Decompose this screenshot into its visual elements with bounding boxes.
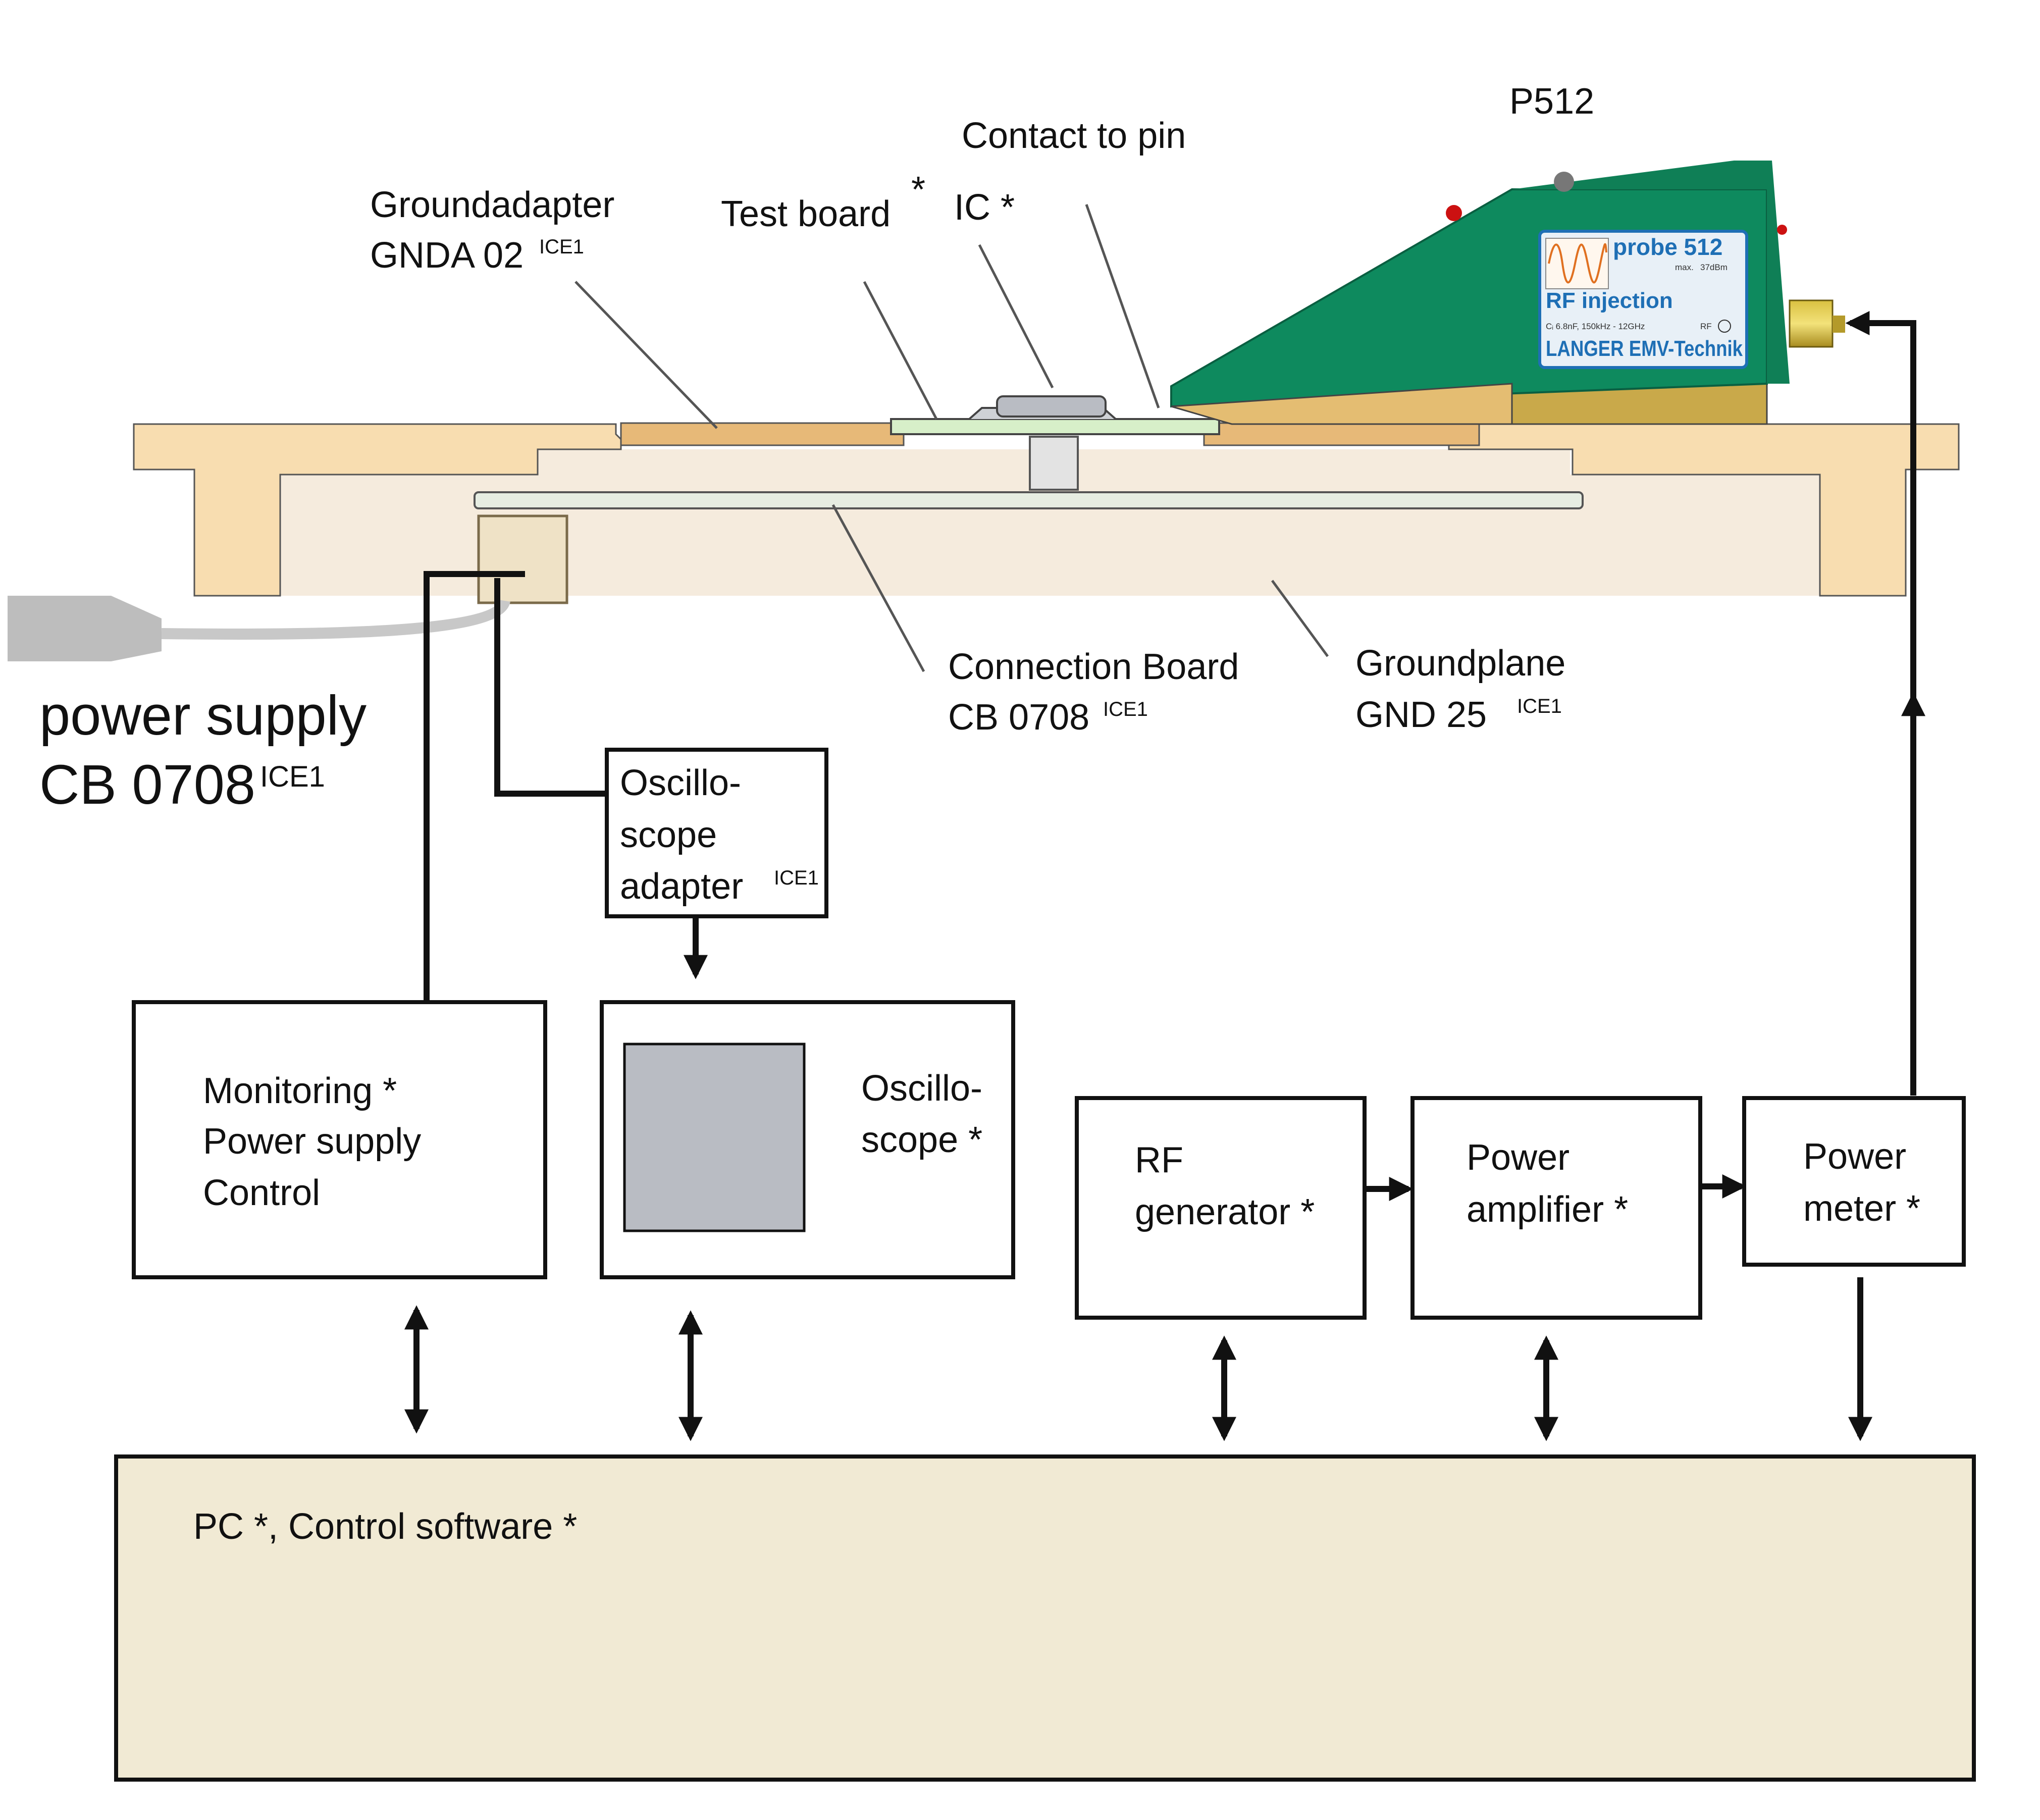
label-gnda-02: GNDA 02 [370, 235, 524, 276]
label-ic: IC * [954, 187, 1015, 228]
rf-generator-line2: generator * [1135, 1192, 1315, 1232]
label-p512: P512 [1509, 81, 1594, 122]
led-icon [1446, 205, 1462, 221]
label-groundplane: Groundplane [1355, 643, 1565, 684]
monitoring-line3: Control [203, 1173, 320, 1213]
label-test-board: Test board [721, 194, 891, 234]
osc-adapter-line3: adapter [620, 866, 743, 907]
power-meter-line2: meter * [1803, 1188, 1920, 1229]
probe-max-value: 37dBm [1700, 263, 1728, 272]
ground-adapter-frame [133, 422, 1960, 597]
power-meter-box: Power meter * [1742, 1096, 1966, 1267]
oscilloscope-line1: Oscillo- [861, 1068, 982, 1109]
probe-title: probe 512 [1613, 234, 1722, 260]
osc-adapter-line2: scope [620, 815, 717, 855]
osc-adapter-line1: Oscillo- [620, 763, 741, 803]
power-plug-icon [8, 596, 162, 661]
connection-board [474, 436, 1584, 509]
power-amplifier-line2: amplifier * [1467, 1189, 1628, 1230]
label-gnd-25: GND 25 [1355, 695, 1487, 735]
label-power-supply: power supply [39, 685, 367, 747]
power-meter-line1: Power [1803, 1136, 1906, 1177]
oscilloscope-adapter-box: Oscillo- scope adapter ICE1 [605, 748, 828, 918]
probe-max-label: max. [1675, 263, 1694, 272]
label-gnda-sup: ICE1 [539, 236, 584, 258]
probe-subtitle: RF injection [1546, 288, 1673, 313]
oscilloscope-line2: scope * [861, 1120, 982, 1160]
label-connection-board: Connection Board [948, 647, 1239, 687]
label-cb-sup: ICE1 [1103, 698, 1148, 720]
label-cb-0708: CB 0708 [948, 697, 1089, 738]
oscilloscope-screen [623, 1043, 806, 1232]
label-ps-sup: ICE1 [260, 760, 325, 793]
label-test-board-star: * [911, 170, 925, 210]
power-amplifier-line1: Power [1467, 1137, 1570, 1178]
sine-wave-icon [1548, 243, 1607, 284]
monitoring-line1: Monitoring * [203, 1071, 397, 1111]
power-amplifier-box: Power amplifier * [1410, 1096, 1702, 1320]
label-contact-to-pin: Contact to pin [962, 116, 1186, 156]
wiring [404, 311, 1925, 1441]
rf-generator-line1: RF [1135, 1140, 1183, 1180]
rf-connector-icon [1789, 299, 1834, 348]
label-groundadapter: Groundadapter [370, 185, 614, 225]
ic-chip [996, 395, 1107, 418]
probe-brand: LANGER EMV-Technik [1546, 336, 1743, 361]
probe-p512: probe 512 max. 37dBm RF injection Cᵢ 6.8… [1170, 161, 1845, 425]
button-icon [1554, 172, 1574, 192]
leader-lines [574, 204, 1329, 672]
pc-label: PC *, Control software * [193, 1506, 577, 1547]
label-gnd-sup: ICE1 [1517, 695, 1562, 717]
pc-box: PC *, Control software * [114, 1454, 1976, 1782]
rf-generator-box: RF generator * [1075, 1096, 1367, 1320]
label-ps-cb-0708: CB 0708 [39, 754, 255, 816]
monitoring-line2: Power supply [203, 1121, 421, 1162]
oscilloscope-box: Oscillo- scope * [600, 1000, 1015, 1279]
probe-spec: Cᵢ 6.8nF, 150kHz - 12GHz [1546, 322, 1645, 331]
osc-adapter-sup: ICE1 [774, 867, 819, 889]
test-board [890, 395, 1220, 435]
monitoring-box: Monitoring * Power supply Control [132, 1000, 547, 1279]
probe-rf-label: RF [1700, 322, 1712, 331]
